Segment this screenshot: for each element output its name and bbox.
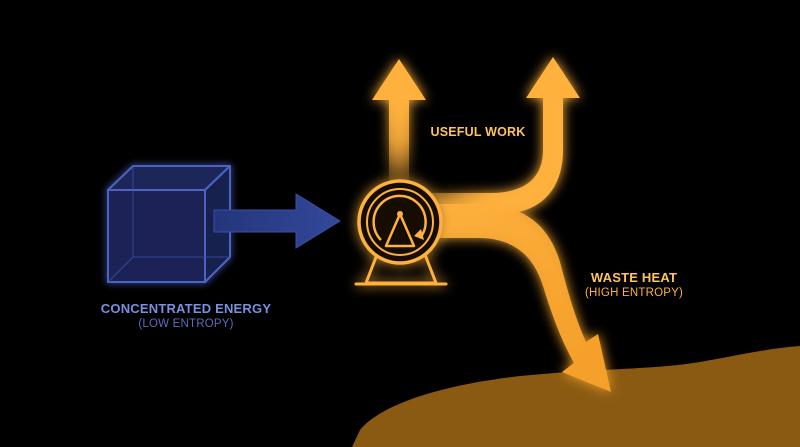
useful-work-label: USEFUL WORK (430, 125, 526, 139)
useful-work-arrow-left (372, 59, 426, 180)
turbine-icon (354, 179, 448, 286)
waste-heat-arrow (432, 204, 611, 392)
low-entropy-label: (LOW ENTROPY) (138, 318, 234, 330)
cube-icon (107, 165, 231, 283)
energy-input-arrow (213, 193, 341, 249)
high-entropy-label: (HIGH ENTROPY) (585, 287, 683, 299)
concentrated-energy-label: CONCENTRATED ENERGY (100, 301, 272, 316)
waste-heat-ground (352, 346, 800, 447)
useful-work-arrow-right (432, 57, 580, 214)
waste-heat-label: WASTE HEAT (590, 270, 678, 285)
